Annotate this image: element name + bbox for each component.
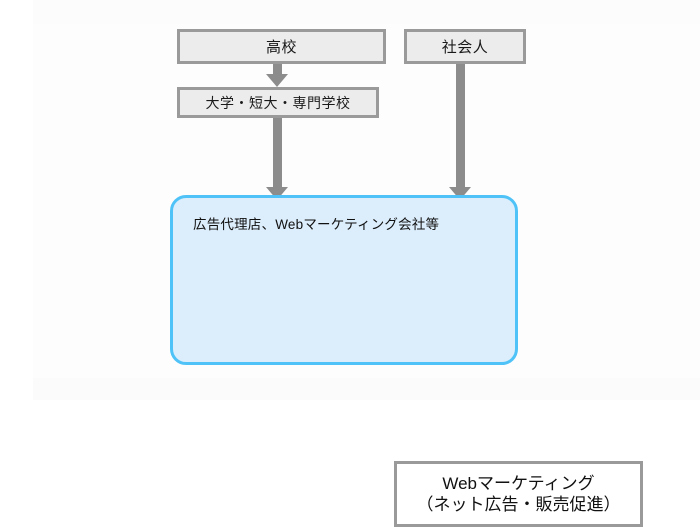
node-university: 大学・短大・専門学校 bbox=[177, 87, 379, 118]
node-high-school: 高校 bbox=[177, 29, 386, 64]
node-web-marketing-role-line-1: Webマーケティング bbox=[442, 473, 595, 493]
arrow-high-school-to-university-head bbox=[266, 74, 288, 87]
node-university-label: 大学・短大・専門学校 bbox=[205, 94, 351, 111]
node-web-marketing-role: Webマーケティング （ネット広告・販売促進） bbox=[394, 461, 643, 527]
arrow-high-school-to-university-shaft bbox=[273, 64, 282, 77]
diagram-canvas: 高校 社会人 大学・短大・専門学校 広告代理店、Webマーケティング会社等 We… bbox=[33, 0, 700, 527]
node-high-school-label: 高校 bbox=[265, 39, 297, 56]
arrow-university-to-agency-shaft bbox=[273, 118, 282, 190]
container-advertising-agency-label: 広告代理店、Webマーケティング会社等 bbox=[193, 217, 440, 232]
node-working-adult: 社会人 bbox=[404, 29, 526, 64]
node-web-marketing-role-line-2: （ネット広告・販売促進） bbox=[416, 495, 621, 514]
page-background-bottom-band bbox=[33, 378, 700, 400]
container-advertising-agency: 広告代理店、Webマーケティング会社等 Webマーケティング （ネット広告・販売… bbox=[170, 195, 643, 527]
node-working-adult-label: 社会人 bbox=[441, 39, 489, 56]
arrow-working-adult-to-agency-shaft bbox=[456, 64, 465, 190]
page-background-top-band bbox=[33, 0, 700, 24]
